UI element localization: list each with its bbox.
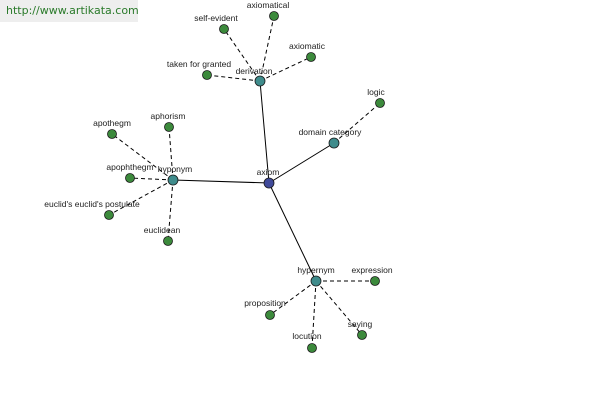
- edge-axiom-to-hyponym: [172, 179, 270, 184]
- edge-axiom-to-domain-category: [268, 142, 335, 184]
- edge-hyponym-to-apophthegm: [129, 177, 174, 181]
- node-label-apophthegm: apophthegm: [106, 162, 153, 172]
- node-label-hypernym: hypernym: [297, 265, 334, 275]
- node-locution[interactable]: [307, 343, 317, 353]
- node-label-apothegm: apothegm: [93, 118, 131, 128]
- node-axiomatical[interactable]: [269, 11, 279, 21]
- edge-derivation-to-self-evident: [223, 28, 261, 82]
- edge-derivation-to-taken-for-granted: [206, 74, 261, 82]
- node-aphorism[interactable]: [164, 122, 174, 132]
- node-label-euclidean: euclidean: [144, 225, 181, 235]
- node-label-saying: saying: [348, 319, 373, 329]
- node-label-derivation: derivation: [236, 66, 273, 76]
- node-axiomatic[interactable]: [306, 52, 316, 62]
- edge-hyponym-to-euclids-postulate: [108, 179, 174, 216]
- edge-hypernym-to-proposition: [269, 280, 317, 316]
- node-euclidean[interactable]: [163, 236, 173, 246]
- node-domain-category[interactable]: [328, 137, 340, 149]
- node-taken-for-granted[interactable]: [202, 70, 212, 80]
- edge-hyponym-to-apothegm: [111, 133, 174, 181]
- node-label-domain-category: domain category: [299, 127, 363, 137]
- graph-nodes: [104, 11, 385, 353]
- node-label-self-evident: self-evident: [194, 13, 238, 23]
- node-saying[interactable]: [357, 330, 367, 340]
- edge-derivation-to-axiomatic: [259, 56, 312, 82]
- graph-labels: axiom derivation hyponym domain category hyp…: [44, 0, 393, 341]
- node-label-locution: locution: [292, 331, 322, 341]
- node-label-hyponym: hyponym: [158, 164, 193, 174]
- edge-axiom-to-derivation: [259, 80, 270, 184]
- node-apothegm[interactable]: [107, 129, 117, 139]
- edge-hyponym-to-euclidean: [167, 179, 174, 242]
- node-label-logic: logic: [367, 87, 385, 97]
- edge-axiom-to-hypernym: [268, 182, 317, 282]
- watermark-url: http://www.artikata.com: [0, 0, 139, 22]
- node-label-axiomatical: axiomatical: [247, 0, 290, 10]
- node-hypernym[interactable]: [310, 275, 322, 287]
- node-label-expression: expression: [351, 265, 392, 275]
- node-label-axiomatic: axiomatic: [289, 41, 326, 51]
- node-expression[interactable]: [370, 276, 380, 286]
- node-euclids-postulate[interactable]: [104, 210, 114, 220]
- node-derivation[interactable]: [254, 75, 266, 87]
- node-label-proposition: proposition: [244, 298, 286, 308]
- node-label-taken-for-granted: taken for granted: [167, 59, 232, 69]
- node-label-axiom: axiom: [257, 167, 280, 177]
- node-self-evident[interactable]: [219, 24, 229, 34]
- node-proposition[interactable]: [265, 310, 275, 320]
- graph-edges: [108, 15, 381, 349]
- edge-hypernym-to-saying: [315, 280, 363, 336]
- edge-hyponym-to-aphorism: [168, 126, 174, 181]
- node-hyponym[interactable]: [167, 174, 179, 186]
- node-label-aphorism: aphorism: [151, 111, 186, 121]
- node-apophthegm[interactable]: [125, 173, 135, 183]
- edge-domain-category-to-logic: [333, 102, 381, 144]
- node-label-euclids-postulate: euclid's euclid's postulate: [44, 199, 140, 209]
- node-logic[interactable]: [375, 98, 385, 108]
- node-axiom[interactable]: [263, 177, 275, 189]
